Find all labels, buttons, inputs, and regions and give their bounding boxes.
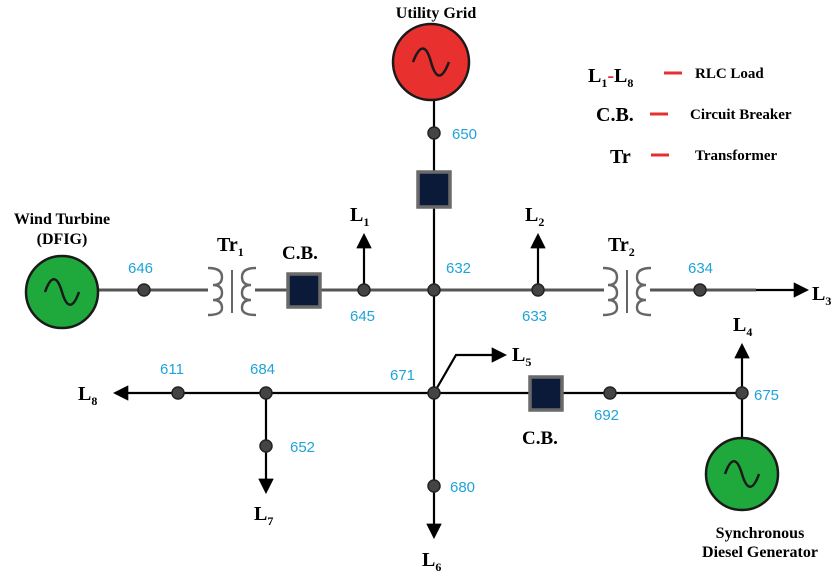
wind-turbine-type-label: (DFIG) [37,231,88,248]
node-671 [427,386,441,400]
wind-turbine-label: Wind Turbine [14,211,110,228]
bus-label-650: 650 [452,126,477,143]
utility-grid-source [391,22,471,102]
bus-label-684: 684 [250,361,275,378]
load-label-l3: L3 [812,283,831,308]
wind-turbine-source [24,254,100,330]
legend-cb-desc: Circuit Breaker [690,107,792,123]
circuit-breaker-left-label: C.B. [282,243,318,264]
diesel-generator-source [704,436,780,512]
node-645 [357,283,371,297]
node-633 [531,283,545,297]
bus-label-652: 652 [290,439,315,456]
circuit-breaker-left [286,272,322,309]
legend-load-desc: RLC Load [695,66,764,82]
transformer-tr2-icon [602,266,652,317]
node-652 [259,439,273,453]
legend-cb-key: C.B. [596,104,634,126]
node-650 [427,126,441,140]
bus-label-671: 671 [390,367,415,384]
node-634 [693,283,707,297]
bus-label-611: 611 [160,361,184,378]
bus-label-646: 646 [128,260,153,277]
load-label-l4: L4 [733,314,752,339]
legend-tr-desc: Transformer [695,148,778,164]
circuit-breaker-bottom [528,375,564,412]
node-646 [137,283,151,297]
node-632 [427,283,441,297]
node-675 [735,386,749,400]
utility-grid-label: Utility Grid [396,5,477,22]
legend-tr-key: Tr [610,146,631,168]
bus-label-675: 675 [754,387,779,404]
bus-label-634: 634 [688,260,713,277]
sine-wave-icon [43,278,81,306]
diesel-generator-label: Synchronous [716,525,805,542]
load-label-l5: L5 [512,344,531,369]
bus-label-633: 633 [522,308,547,325]
circuit-breaker-650 [416,170,452,209]
node-692 [603,386,617,400]
bus-label-632: 632 [446,260,471,277]
load-label-l2: L2 [525,204,544,229]
transformer-tr2-label: Tr2 [608,234,635,259]
legend: L1-L8 RLC Load C.B. Circuit Breaker Tr T… [588,65,792,168]
diesel-generator-type-label: Diesel Generator [702,544,818,561]
legend-load-key: L1-L8 [588,65,633,90]
node-611 [171,386,185,400]
transformer-tr1-icon [207,266,257,317]
node-680 [427,479,441,493]
load-label-l1: L1 [350,204,369,229]
circuit-breaker-bottom-label: C.B. [522,428,558,449]
node-684 [259,386,273,400]
transformer-tr1-label: Tr1 [217,234,244,259]
sine-wave-icon [411,47,451,77]
line-671-l5 [433,347,508,394]
bus-label-645: 645 [350,308,375,325]
bus-label-680: 680 [450,479,475,496]
sine-wave-icon [723,460,761,488]
load-label-l8: L8 [78,383,97,408]
bus-label-692: 692 [594,407,619,424]
load-label-l7: L7 [254,503,273,528]
load-label-l6: L6 [422,549,441,574]
